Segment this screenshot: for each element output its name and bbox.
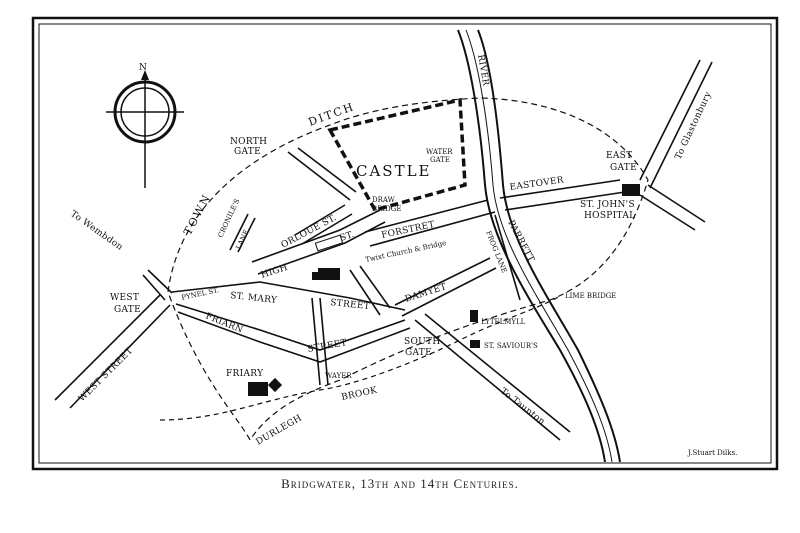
east-gate-label-1: EAST (606, 151, 632, 161)
friary-building (248, 382, 268, 396)
wayer-label: WAYER (325, 372, 352, 380)
town-ditch-boundary (167, 97, 649, 442)
west-street-label: WEST STREET (77, 346, 135, 404)
church-building (318, 268, 340, 280)
lime-bridge-label: LIME BRIDGE (565, 292, 616, 300)
high-st-st-label: ST. (339, 230, 356, 244)
castle-wall (327, 97, 467, 213)
durlegh-brook (159, 295, 561, 421)
st-mary-street-label: STREET (330, 298, 371, 312)
cronnes-lane-label-2: LANE (235, 228, 251, 250)
lytelmyll-building (470, 310, 478, 322)
south-gate-label-2: GATE (405, 348, 432, 358)
compass-rose-icon (106, 70, 184, 188)
st-johns-hospital-label-2: HOSPITAL (584, 211, 635, 221)
signature: J.Stuart Dilks. (687, 449, 737, 457)
draw-bridge-label-2: BRIDGE (372, 205, 402, 213)
st-mary-label: ST. MARY (230, 291, 279, 306)
compass-north-label: N (139, 63, 147, 73)
water-gate-label-2: GATE (430, 156, 450, 164)
st-saviours-label: ST. SAVIOUR'S (484, 342, 538, 350)
west-gate-label-2: GATE (114, 305, 141, 315)
river-parrett-east-bank (477, 29, 621, 463)
water-gate-label-1: WATER (426, 148, 453, 156)
river-parrett-inner-line (465, 29, 613, 463)
friary-annex (267, 377, 283, 393)
to-wembdon-label: To Wembdon (68, 209, 124, 253)
st-saviours-building (470, 340, 480, 348)
orloue-st-label: ORLOUE ST. (280, 213, 339, 251)
south-gate-label-1: SOUTH (404, 337, 440, 347)
castle-label: CASTLE (356, 162, 432, 180)
parrett-label: PARRETT (505, 219, 535, 264)
roads (54, 59, 713, 441)
high-st-high-label: HIGH (260, 263, 289, 281)
damyet-label: DAMYET (404, 282, 448, 305)
outer-frame (31, 16, 779, 471)
west-gate-label-1: WEST (110, 293, 139, 303)
map-caption: Bridgwater, 13th and 14th Centuries. (281, 476, 519, 491)
durlegh-label: DURLEGH (255, 413, 304, 447)
north-gate-label-1: NORTH (230, 137, 267, 147)
twixt-church-bridge-label: Twixt Church & Bridge (365, 239, 447, 264)
draw-bridge-label-1: DRAW (372, 196, 396, 204)
forstret-label: FORSTRET (381, 220, 436, 241)
st-johns-hospital-label-1: ST. JOHN'S (580, 200, 635, 210)
high-st-building (314, 234, 344, 252)
friarn-street-label: STREET (307, 338, 348, 355)
friary-label: FRIARY (226, 369, 264, 379)
brook-label: BROOK (341, 386, 379, 403)
lytelmyll-label: LYTELMYLL (481, 318, 526, 326)
east-gate-label-2: GATE (610, 163, 637, 173)
st-johns-hospital-building (622, 184, 640, 196)
inner-frame (38, 23, 772, 464)
river-parrett-west-bank (457, 29, 606, 463)
town-label: TOWN (181, 191, 214, 237)
church-tower (312, 272, 320, 280)
north-gate-label-2: GATE (234, 147, 261, 157)
